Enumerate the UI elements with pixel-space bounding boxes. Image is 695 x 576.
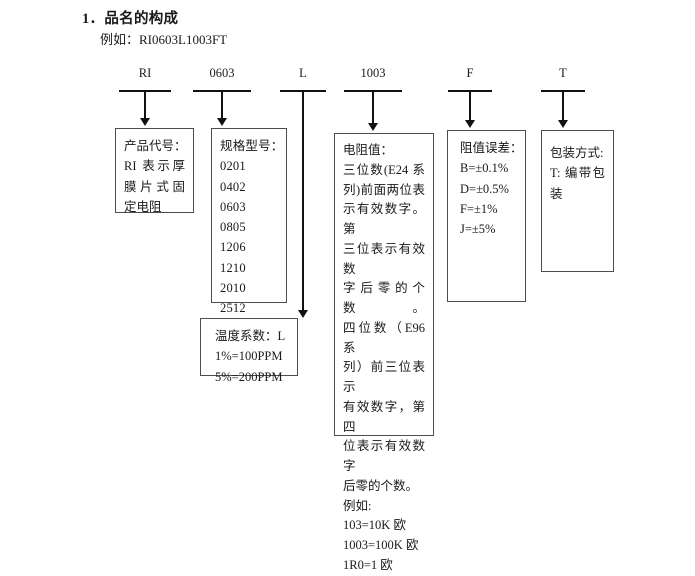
box-resistance-value-example-heading: 例如:	[343, 498, 372, 513]
box-resistance-value-line-9: 位表示有效数字	[343, 439, 425, 473]
box-tolerance: 阻值误差： B=±0.1% D=±0.5% F=±1% J=±5%	[447, 130, 526, 302]
code-label-packaging-code: T	[559, 66, 567, 80]
code-label-resistance-code: 1003	[360, 66, 386, 80]
box-temp-coefficient: 温度系数：L 1%=100PPM 5%=200PPM	[200, 318, 298, 384]
resistance-example: 1R0=1 欧	[343, 557, 393, 572]
tolerance-option: F=±1%	[460, 201, 498, 216]
box-product-code: 产品代号： RI 表示厚 膜片式固 定电阻	[115, 128, 194, 214]
size-option: 0603	[220, 199, 246, 214]
box-temp-coefficient-line-1: 1%=100PPM	[215, 349, 283, 364]
box-resistance-value-heading: 电阻值：	[343, 143, 394, 157]
box-product-code-heading: 产品代号：	[124, 139, 187, 153]
page-title: 1．品名的构成	[82, 11, 179, 27]
code-label-tolerance-code: F	[466, 66, 474, 80]
size-option: 1206	[220, 240, 246, 255]
tolerance-option: B=±0.1%	[460, 161, 509, 176]
box-resistance-value-line-4: 三位表示有效数	[343, 241, 425, 276]
size-option: 0201	[220, 159, 246, 174]
connector-stem	[302, 90, 304, 312]
box-packaging: 包装方式: T: 编带包 装	[541, 130, 614, 272]
arrow-head-icon	[368, 123, 378, 131]
box-size-model-heading: 规格型号：	[220, 139, 284, 153]
connector-stem	[562, 90, 564, 122]
size-option: 2010	[220, 280, 246, 295]
connector-stem	[221, 90, 223, 120]
box-size-model: 规格型号： 0201 0402 0603 0805 1206 1210 2010…	[211, 128, 287, 315]
box-resistance-value-line-5: 字后零的个数。	[343, 281, 425, 315]
arrow-head-icon	[298, 310, 308, 318]
box-packaging-line-1: T: 编带包	[550, 166, 605, 181]
box-temp-coefficient-heading: 温度系数：L	[215, 329, 286, 343]
box-resistance-value-line-1: 三位数(E24 系	[343, 162, 425, 177]
connector-stem	[372, 90, 374, 125]
size-option: 2512	[220, 301, 246, 315]
arrow-head-icon	[140, 118, 150, 126]
connector-stem	[144, 90, 146, 120]
box-tolerance-heading: 阻值误差：	[460, 141, 523, 155]
connector-stem	[469, 90, 471, 122]
code-label-size-code: 0603	[209, 66, 235, 80]
arrow-head-icon	[465, 120, 475, 128]
arrow-head-icon	[217, 118, 227, 126]
box-product-code-line-3: 定电阻	[124, 199, 162, 214]
box-resistance-value-line-3: 示有效数字。第	[343, 202, 425, 236]
box-product-code-line-1: RI 表示厚	[124, 159, 185, 174]
box-resistance-value-line-8: 有效数字，第四	[343, 399, 425, 434]
box-resistance-value-line-6: 四位数（E96 系	[343, 320, 425, 355]
resistance-example: 1003=100K 欧	[343, 538, 419, 552]
document-page: 1．品名的构成 例如：RI0603L1003FT RI 0603 L 1003 …	[82, 11, 614, 572]
tolerance-option: D=±0.5%	[460, 181, 509, 196]
box-resistance-value-line-10: 后零的个数。	[343, 478, 419, 493]
size-option: 0402	[220, 179, 246, 194]
example-part-number: 例如：RI0603L1003FT	[100, 32, 228, 47]
tolerance-option: J=±5%	[460, 222, 496, 236]
code-label-product-code: RI	[138, 66, 152, 80]
box-temp-coefficient-line-2: 5%=200PPM	[215, 369, 283, 384]
size-option: 1210	[220, 260, 246, 275]
code-label-temp-coefficient-code: L	[299, 66, 307, 80]
box-resistance-value-line-7: 列）前三位表示	[343, 360, 425, 394]
box-resistance-value-line-2: 列)前面两位表	[343, 182, 425, 197]
size-option: 0805	[220, 220, 246, 234]
box-product-code-line-2: 膜片式固	[124, 179, 185, 194]
resistance-example: 103=10K 欧	[343, 518, 406, 533]
box-packaging-heading: 包装方式:	[550, 146, 604, 160]
arrow-head-icon	[558, 120, 568, 128]
box-resistance-value: 电阻值： 三位数(E24 系 列)前面两位表 示有效数字。第 三位表示有效数 字…	[334, 133, 434, 572]
box-packaging-line-2: 装	[550, 186, 563, 201]
